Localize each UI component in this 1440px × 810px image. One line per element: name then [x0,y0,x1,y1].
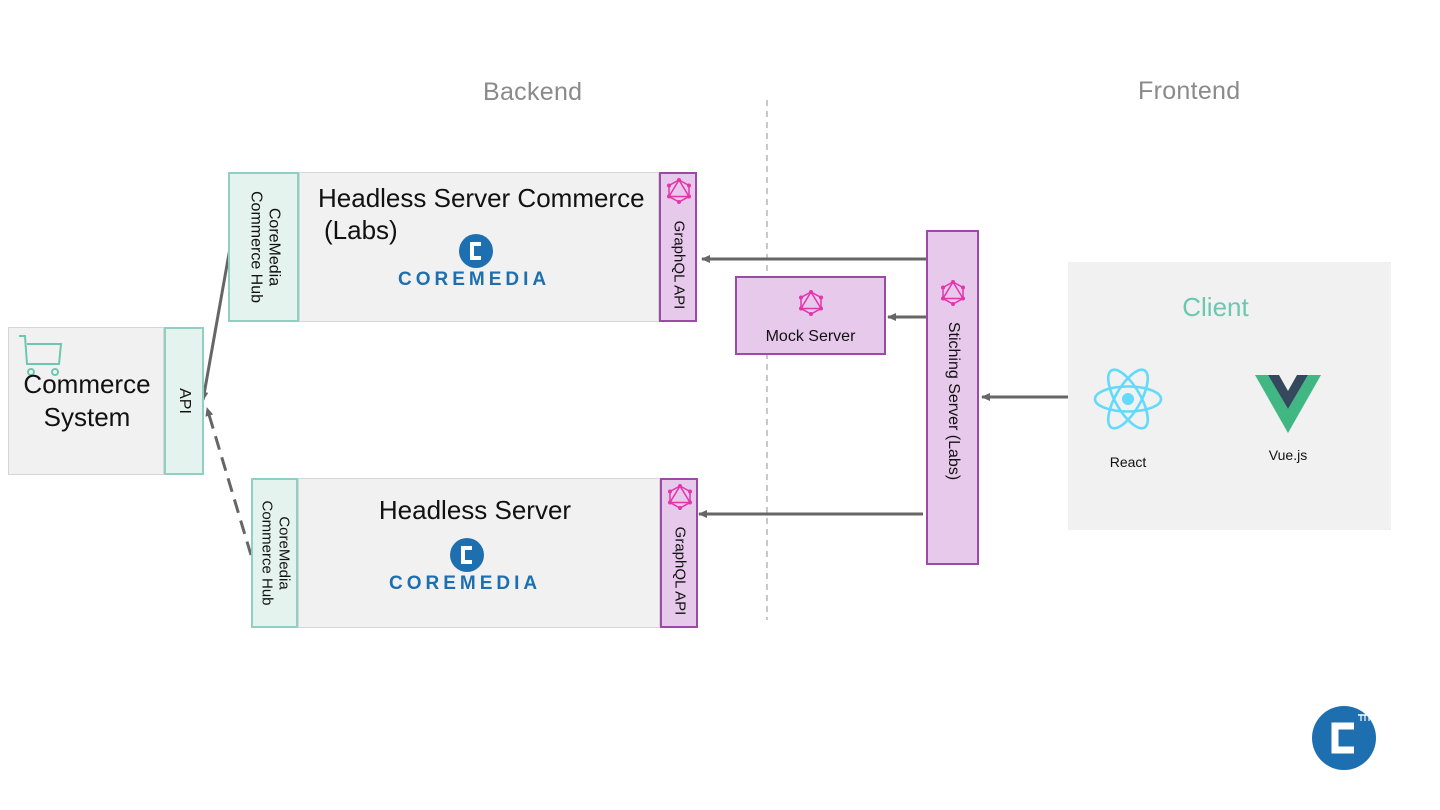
hs-coremedia-wordmark: COREMEDIA [389,573,542,594]
hs-graphql-label: GraphQL API [671,526,689,615]
api-box: API [164,327,204,475]
hs-graphql-box: GraphQL API [660,478,698,628]
commerce-title-line1: Commerce [23,369,151,399]
coremedia-logo-icon [459,234,493,268]
arrow-hub2-to-api-dashed [205,407,253,556]
graphql-icon [668,484,692,510]
hsc-graphql-label: GraphQL API [670,220,688,309]
coremedia-logo-icon [450,538,484,572]
graphql-icon [799,290,823,316]
react-icon [1093,368,1163,430]
hsc-title-line2: (Labs) [324,215,398,245]
hsc-coremedia-wordmark: COREMEDIA [398,269,551,290]
graphql-icon [941,280,965,306]
coremedia-logo-icon [1312,706,1376,770]
hs-box: Headless Server COREMEDIA [298,478,660,628]
backend-heading: Backend [483,78,583,106]
mock-server-label: Mock Server [765,328,856,345]
commerce-system-box: Commerce System [8,327,164,475]
client-title: Client [1182,292,1249,322]
hsc-graphql-box: GraphQL API [659,172,697,322]
hsc-box: Headless Server Commerce (Labs) COREMEDI… [299,172,659,322]
mock-server-box: Mock Server [735,276,886,355]
commerce-title-line2: System [43,402,131,432]
hs-hub-label: CoreMedia Commerce Hub [257,500,292,606]
hsc-title-line1: Headless Server Commerce [318,183,645,213]
arrow-hub-to-api [200,247,232,401]
stitching-server-label: Stiching Server (Labs) [944,321,962,480]
cart-icon [19,335,63,376]
react-label: React [1109,454,1147,470]
client-box: Client React Vue.js [1068,262,1391,530]
hsc-hub-box: CoreMedia Commerce Hub [228,172,299,322]
commerce-title: Commerce System [9,368,165,434]
hs-title: Headless Server [378,495,572,525]
vue-label: Vue.js [1268,447,1308,463]
vue-icon [1255,375,1321,433]
hs-hub-box: CoreMedia Commerce Hub [251,478,298,628]
frontend-heading: Frontend [1138,77,1241,105]
stitching-server-box: Stiching Server (Labs) [926,230,979,565]
graphql-icon [667,178,691,204]
hsc-hub-label: CoreMedia Commerce Hub [246,190,282,304]
api-label: API [175,388,193,414]
